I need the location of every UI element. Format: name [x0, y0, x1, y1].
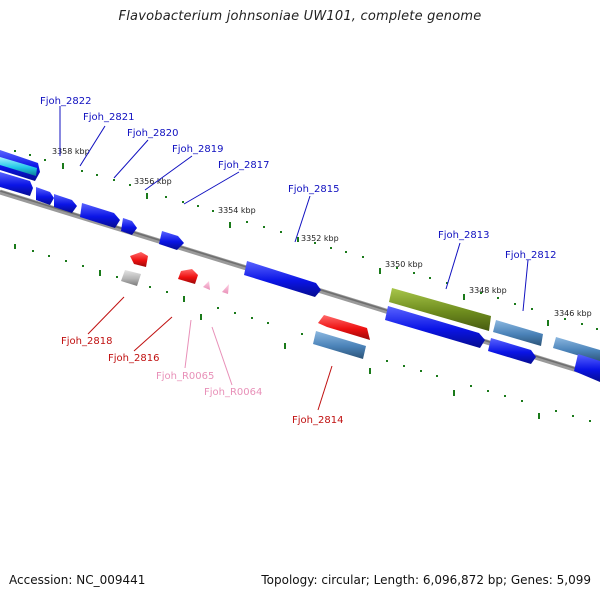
gene-fjoh-2814-red[interactable]	[318, 315, 370, 340]
gene-fjoh-r0065[interactable]	[203, 281, 210, 290]
gene-fjoh-2820[interactable]	[80, 203, 120, 228]
gene-label[interactable]: Fjoh_R0065	[156, 371, 214, 382]
gene-fjoh-2816[interactable]	[178, 269, 198, 284]
gene-fjoh-2814[interactable]	[313, 331, 366, 359]
gene-fjoh-2819[interactable]	[121, 218, 137, 235]
scale-label: 3348 kbp	[469, 286, 507, 295]
gene-fjoh-2821[interactable]	[36, 187, 54, 205]
gene-fjoh-2813-olive[interactable]	[389, 288, 491, 331]
gene-label[interactable]: Fjoh_2820	[127, 128, 178, 139]
gene-block-left[interactable]	[0, 172, 33, 196]
gene-label[interactable]: Fjoh_R0064	[204, 387, 262, 398]
gene-label[interactable]: Fjoh_2815	[288, 184, 339, 195]
gene-fjoh-2812[interactable]	[493, 320, 543, 346]
gene-fjoh-r0064[interactable]	[222, 284, 229, 294]
gene-block-right-blue[interactable]	[574, 354, 600, 382]
scale-label: 3356 kbp	[134, 177, 172, 186]
accession-text: Accession: NC_009441	[9, 573, 146, 587]
gene-block-2812-b[interactable]	[488, 338, 536, 364]
gene-fjoh-2818-gray[interactable]	[121, 270, 141, 286]
scale-label: 3352 kbp	[301, 234, 339, 243]
gene-label[interactable]: Fjoh_2812	[505, 250, 556, 261]
scale-label: 3350 kbp	[385, 260, 423, 269]
gene-label[interactable]: Fjoh_2818	[61, 336, 112, 347]
gene-labels: Fjoh_2822 Fjoh_2821 Fjoh_2820 Fjoh_2819 …	[40, 96, 556, 426]
gene-fjoh-2820-a[interactable]	[54, 194, 77, 213]
forward-genes	[0, 150, 600, 382]
gene-fjoh-2815[interactable]	[244, 261, 321, 297]
gene-fjoh-2817[interactable]	[159, 231, 184, 250]
leader-lines	[59, 106, 529, 411]
gene-label[interactable]: Fjoh_2819	[172, 144, 223, 155]
gene-fjoh-2822-cyan	[0, 157, 37, 176]
gene-label[interactable]: Fjoh_2822	[40, 96, 91, 107]
gene-label[interactable]: Fjoh_2814	[292, 415, 343, 426]
gene-label[interactable]: Fjoh_2821	[83, 112, 134, 123]
scale-label: 3354 kbp	[218, 206, 256, 215]
gene-label[interactable]: Fjoh_2817	[218, 160, 269, 171]
gene-fjoh-2818-red[interactable]	[130, 252, 148, 267]
map-title: Flavobacterium johnsoniae UW101, complet…	[118, 9, 482, 24]
gene-block-right-steel[interactable]	[553, 337, 600, 362]
reverse-genes	[121, 252, 370, 359]
genome-summary-text: Topology: circular; Length: 6,096,872 bp…	[261, 573, 591, 587]
scale-track-upper	[14, 150, 598, 330]
gene-label[interactable]: Fjoh_2813	[438, 230, 489, 241]
scale-label: 3346 kbp	[554, 309, 592, 318]
scale-labels: 3358 kbp 3356 kbp 3354 kbp 3352 kbp 3350…	[52, 147, 592, 318]
scale-label: 3358 kbp	[52, 147, 90, 156]
gene-label[interactable]: Fjoh_2816	[108, 353, 159, 364]
gene-fjoh-2813[interactable]	[385, 306, 485, 348]
